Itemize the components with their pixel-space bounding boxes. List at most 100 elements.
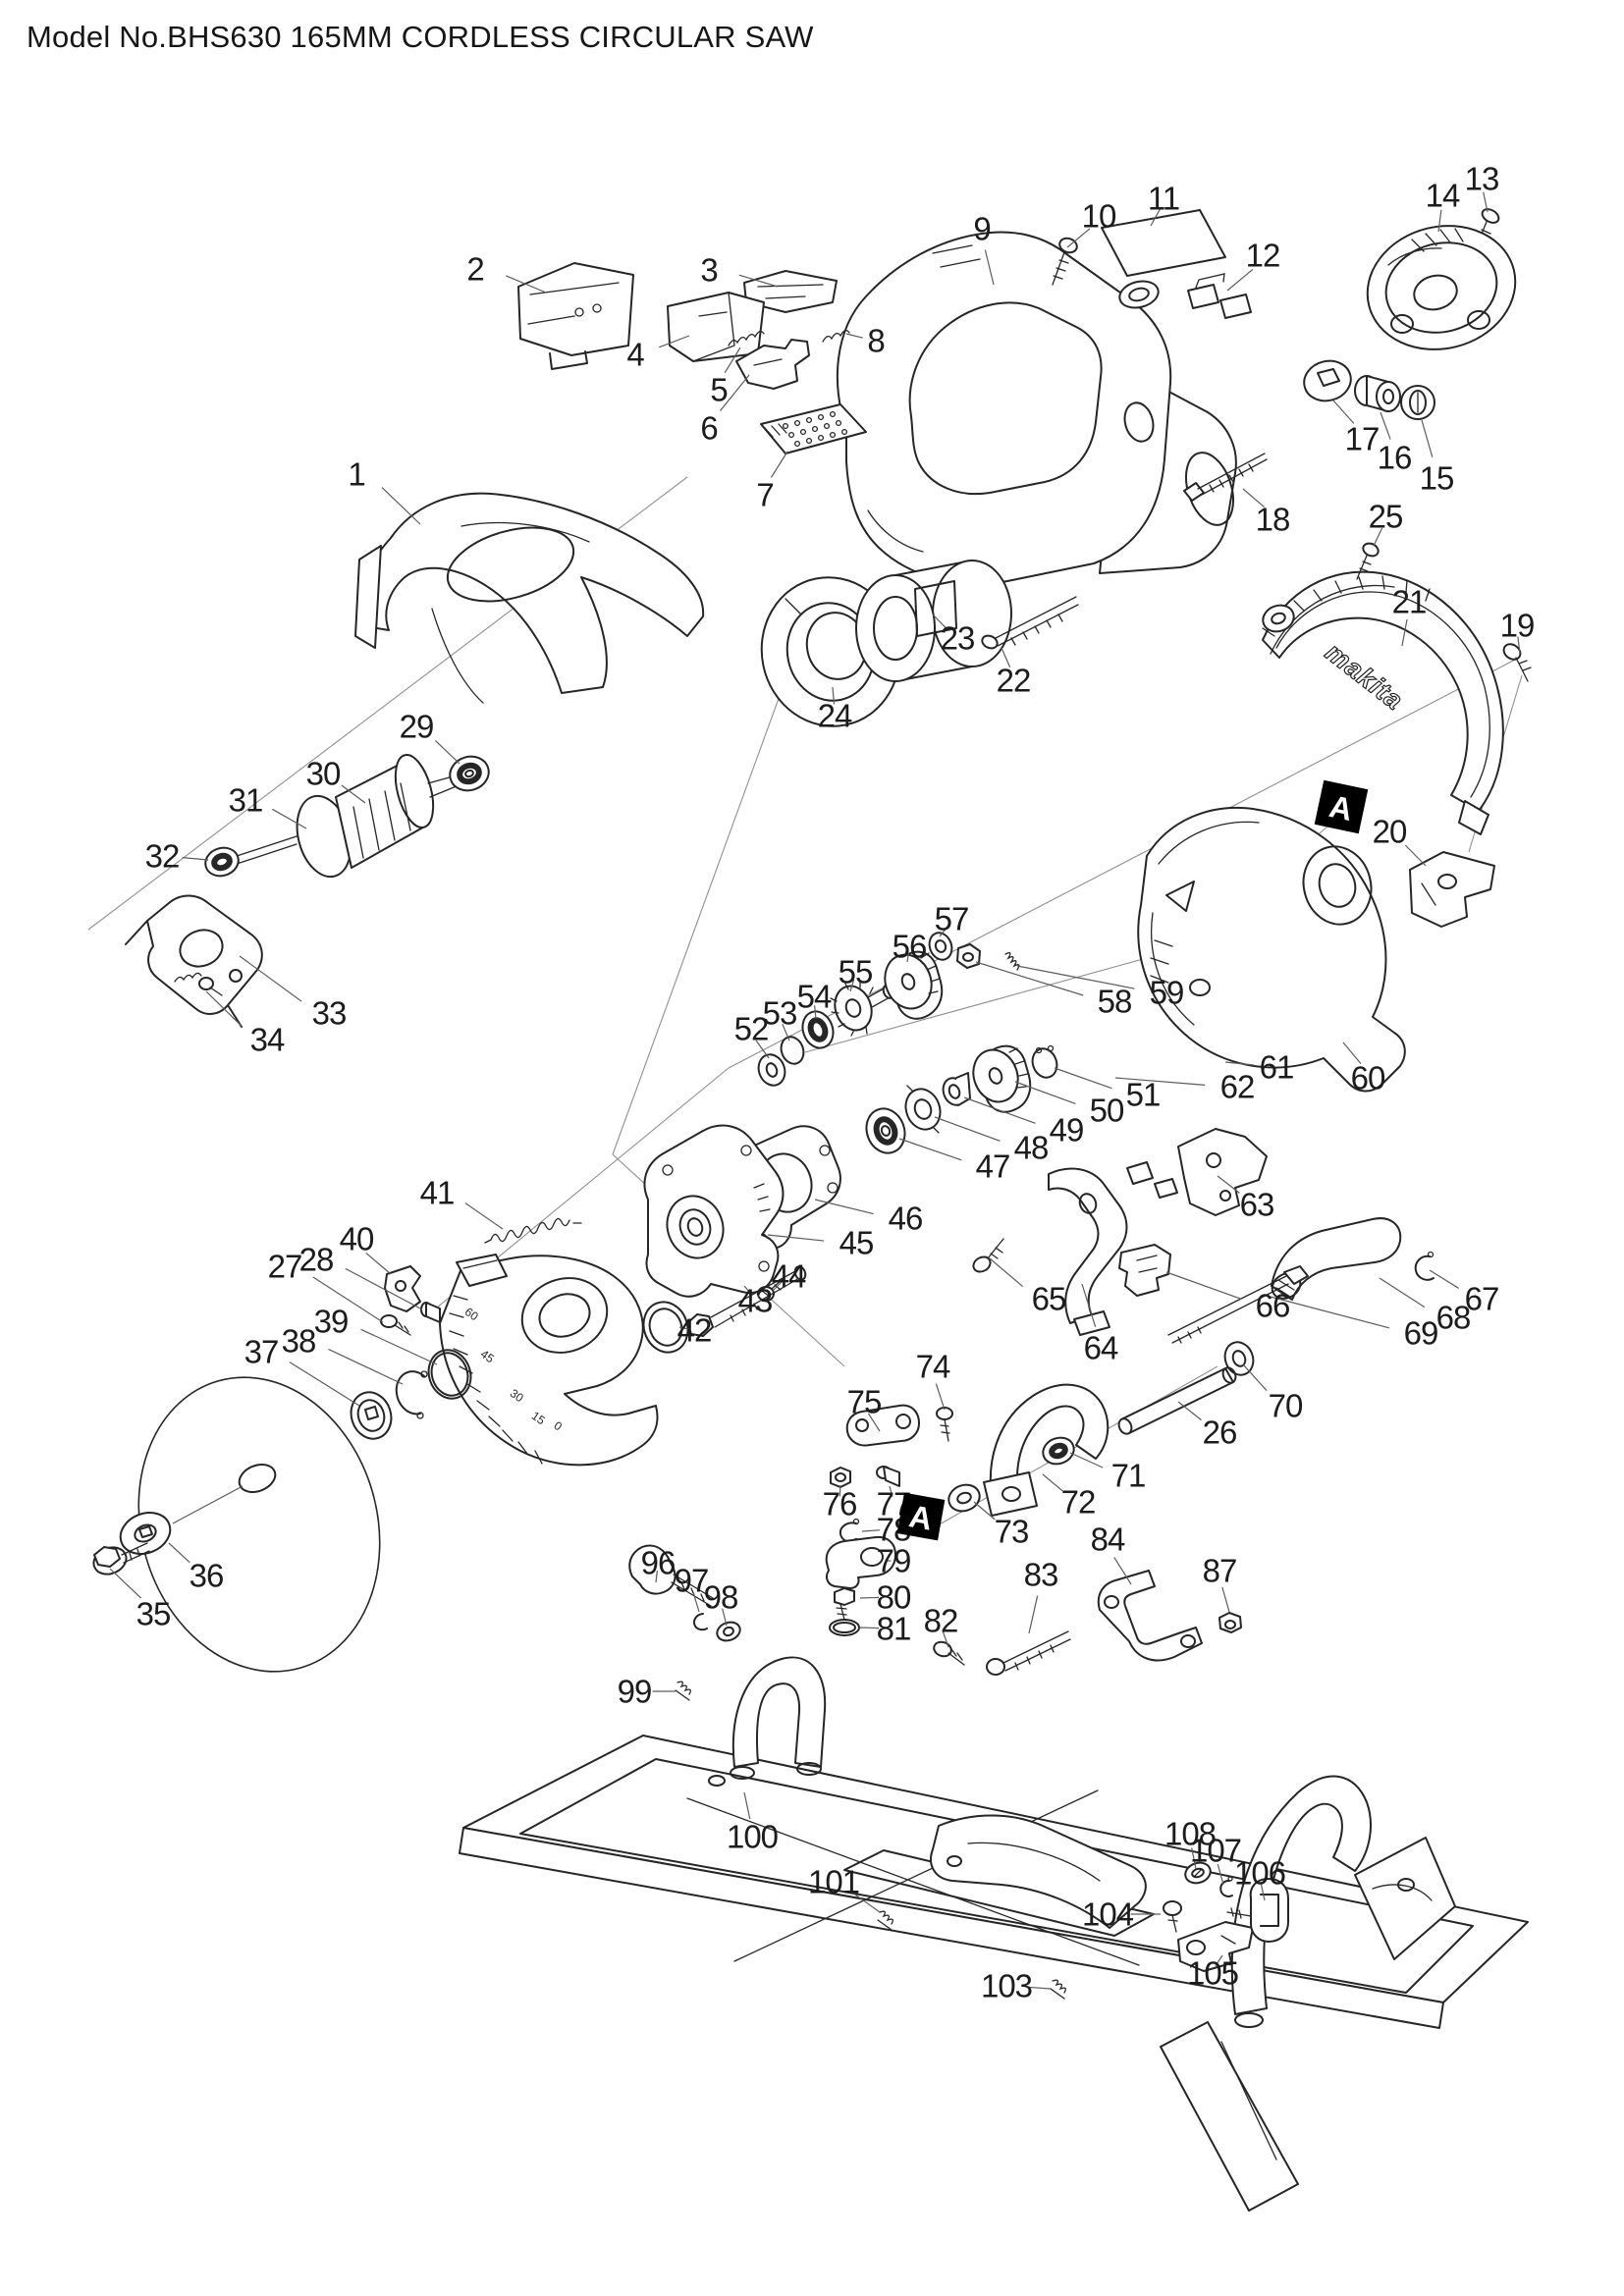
- leader-line-31: [271, 808, 307, 829]
- part-label-105: 105: [1187, 1955, 1238, 1992]
- part-label-48: 48: [1014, 1130, 1049, 1166]
- leader-line-38: [328, 1348, 404, 1385]
- part-label-60: 60: [1351, 1060, 1385, 1096]
- part-label-28: 28: [299, 1242, 334, 1278]
- part-label-44: 44: [772, 1258, 806, 1295]
- part-80-bolt: [834, 1587, 855, 1621]
- part-label-57: 57: [935, 901, 969, 937]
- part-65-screw: [972, 1238, 1004, 1273]
- part-label-65: 65: [1032, 1281, 1066, 1317]
- part-label-83: 83: [1024, 1557, 1058, 1593]
- leader-line-83: [1028, 1595, 1039, 1634]
- part-2-controller: [517, 262, 634, 370]
- part-label-59: 59: [1150, 975, 1184, 1011]
- part-98-washer: [716, 1621, 741, 1642]
- leader-line-44: [773, 1281, 783, 1291]
- leader-line-49: [963, 1096, 1036, 1124]
- part-label-19: 19: [1500, 608, 1535, 644]
- part-37-outer-flange: [350, 1391, 393, 1440]
- part-label-24: 24: [818, 698, 852, 734]
- leader-line-45: [767, 1234, 825, 1242]
- saw-blade: [137, 1376, 381, 1673]
- part-label-4: 4: [626, 337, 644, 373]
- part-label-43: 43: [738, 1283, 773, 1319]
- leader-line-55: [849, 979, 855, 992]
- part-6-lock-off-lever: [735, 339, 810, 390]
- part-103-spring: [1050, 1979, 1066, 2000]
- leader-line-7: [770, 451, 788, 478]
- part-label-13: 13: [1465, 161, 1499, 197]
- part-49-spacer: [942, 1072, 971, 1106]
- leader-line-48: [934, 1116, 1001, 1142]
- part-47-ball-bearing: [865, 1107, 906, 1154]
- leader-line-71: [1069, 1452, 1104, 1468]
- part-label-27: 27: [268, 1249, 302, 1285]
- part-74-screw: [936, 1407, 953, 1442]
- part-label-108: 108: [1164, 1816, 1216, 1852]
- part-label-99: 99: [618, 1674, 652, 1710]
- part-left-pivot-bracket: [708, 1656, 827, 1787]
- leader-line-13: [1483, 191, 1489, 213]
- leader-line-53: [782, 1023, 790, 1041]
- part-label-16: 16: [1378, 440, 1412, 476]
- part-10-screw: [1052, 237, 1078, 286]
- leader-line-40: [365, 1252, 392, 1275]
- part-label-9: 9: [973, 211, 990, 247]
- leader-line-39: [360, 1328, 438, 1365]
- part-label-80: 80: [877, 1579, 911, 1616]
- part-38-snap-ring: [395, 1370, 428, 1419]
- leader-line-50: [1014, 1081, 1076, 1105]
- leader-line-22: [1001, 647, 1011, 668]
- part-41-spring: [484, 1217, 582, 1244]
- part-label-62: 62: [1220, 1069, 1255, 1105]
- leader-line-23: [932, 614, 947, 629]
- leader-line-100: [743, 1791, 751, 1820]
- leader-line-34: [205, 990, 243, 1027]
- leader-line-80: [859, 1596, 880, 1599]
- part-108-washer: [1184, 1861, 1212, 1885]
- makita-logo-text: makita: [1320, 637, 1409, 716]
- part-label-37: 37: [244, 1334, 279, 1370]
- part-label-22: 22: [997, 663, 1031, 699]
- part-label-104: 104: [1082, 1896, 1134, 1933]
- part-label-106: 106: [1234, 1855, 1285, 1892]
- leader-line-35: [109, 1568, 142, 1599]
- leader-line-47: [898, 1138, 962, 1161]
- part-label-84: 84: [1091, 1522, 1125, 1558]
- leader-line-57: [939, 925, 949, 937]
- leader-line-28: [345, 1267, 423, 1310]
- part-label-34: 34: [250, 1022, 285, 1058]
- leader-line-97: [692, 1592, 700, 1613]
- part-63-bracket: [1126, 1128, 1268, 1216]
- part-29-bearing: [449, 755, 490, 792]
- part-label-50: 50: [1090, 1093, 1124, 1129]
- part-45-gear-housing: [643, 1124, 785, 1298]
- part-label-6: 6: [700, 410, 717, 447]
- leader-line-15: [1421, 419, 1434, 457]
- part-label-42: 42: [677, 1312, 712, 1349]
- leader-line-64: [1081, 1283, 1097, 1328]
- leader-line-96: [655, 1570, 659, 1583]
- part-9-motor-housing: [836, 231, 1237, 585]
- part-57-washer: [928, 932, 953, 961]
- part-label-45: 45: [839, 1225, 874, 1261]
- part-4-switch: [667, 292, 765, 362]
- leader-line-65: [989, 1257, 1023, 1288]
- part-104-screw: [1163, 1900, 1182, 1933]
- part-51-snap-ring: [1031, 1044, 1058, 1079]
- part-1-rear-handle: [354, 492, 705, 704]
- part-42-seal-ring: [642, 1301, 689, 1354]
- part-96-wing-bolt: [628, 1544, 714, 1607]
- part-72-guard-link: [983, 1383, 1110, 1517]
- part-label-17: 17: [1345, 421, 1380, 457]
- part-label-56: 56: [893, 929, 927, 965]
- part-5-spring: [728, 330, 765, 347]
- part-12-brush-set: [1187, 273, 1252, 319]
- leader-line-107: [1217, 1863, 1224, 1886]
- leader-line-2: [506, 275, 547, 294]
- part-105-latch-plate: [1177, 1921, 1254, 1972]
- leader-line-6: [720, 374, 750, 411]
- part-label-51: 51: [1126, 1077, 1161, 1113]
